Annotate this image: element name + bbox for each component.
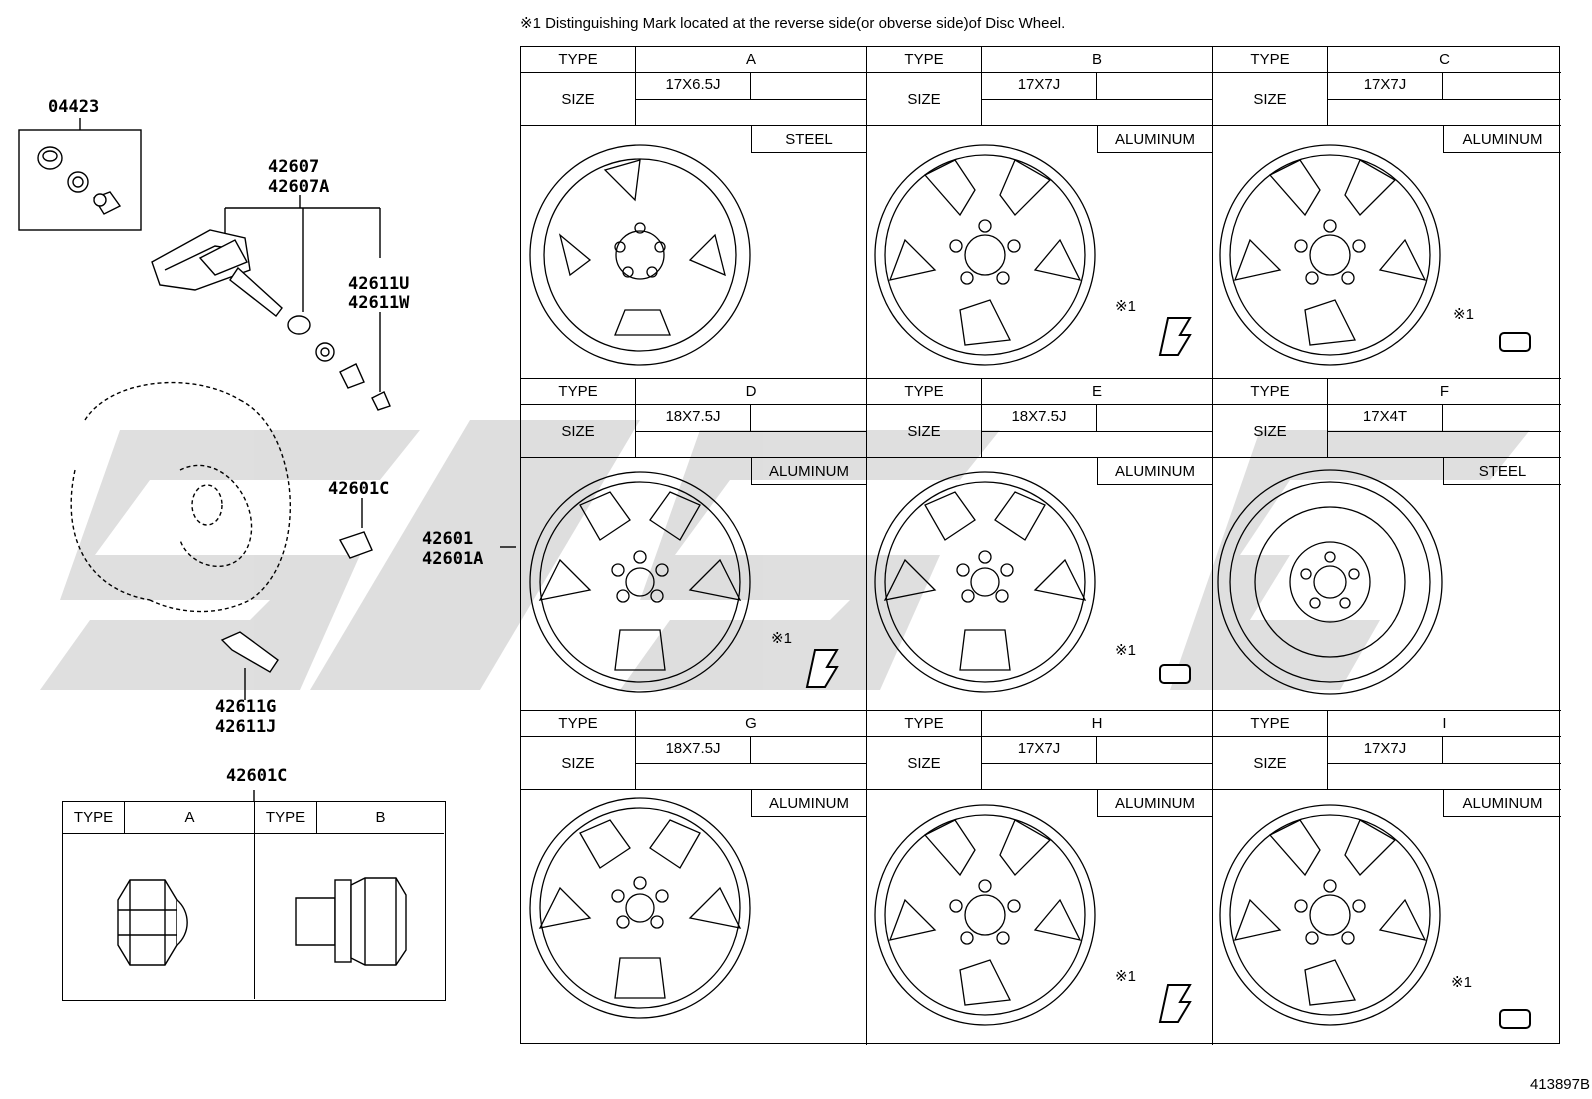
type-label: TYPE [1213,379,1328,405]
distinguishing-mark-label: ※1 [1453,306,1474,323]
wheel-size: 18X7.5J [636,405,751,432]
size-label: SIZE [867,737,982,790]
tpms-sensor [151,195,391,411]
wheel-type-letter: I [1328,711,1561,737]
wheel-cell-e: TYPE E SIZE 18X7.5J ALUMINUM ※1 [867,379,1213,711]
hub-nut [338,498,373,559]
wheel-cell-i: TYPE I SIZE 17X7J ALUMINUM ※1 [1213,711,1561,1045]
part-number-42611U: 42611U [348,274,410,294]
wheel-size: 17X7J [982,73,1097,100]
wheel-type-grid: TYPE A SIZE 17X6.5J STEEL TYPE B SIZE 17… [520,46,1561,1045]
valve-cap-kit [18,118,142,231]
part-number-04423: 04423 [48,97,100,117]
nut-type-label-a: TYPE [63,802,125,834]
tire-outline [70,381,291,613]
part-number-42607A: 42607A [268,177,330,197]
size-label: SIZE [521,737,636,790]
wheel-size: 17X7J [1328,73,1443,100]
wheel-size: 18X7.5J [636,737,751,764]
wheel-type-letter: G [636,711,866,737]
nut-table-divider [254,834,255,999]
part-number-42601A: 42601A [422,549,484,569]
wheel-type-letter: B [982,47,1212,73]
size-label: SIZE [521,405,636,458]
wheel-type-letter: D [636,379,866,405]
type-label: TYPE [1213,47,1328,73]
part-number-42601C-valve: 42601C [328,479,390,499]
wheel-size: 17X4T [1328,405,1443,432]
part-number-42611J: 42611J [215,717,277,737]
wheel-material: ALUMINUM [1443,790,1561,817]
nut-type-a: A [125,802,255,834]
diagram-code: 413897B [1529,1076,1590,1093]
part-number-42611G: 42611G [215,697,277,717]
distinguishing-mark-icons [805,317,1531,1029]
wheel-cell-f: TYPE F SIZE 17X4T STEEL [1213,379,1561,711]
distinguishing-mark-label: ※1 [1451,974,1472,991]
valve-stem [220,631,279,700]
wheel-material: ALUMINUM [751,790,866,817]
type-label: TYPE [867,47,982,73]
nut-type-table: TYPE A TYPE B [62,801,446,1001]
part-number-42611W: 42611W [348,293,410,313]
wheel-cell-b: TYPE B SIZE 17X7J ALUMINUM ※1 [867,47,1213,379]
size-label: SIZE [1213,737,1328,790]
wheel-type-letter: A [636,47,866,73]
part-number-42601: 42601 [422,529,474,549]
part-number-42607: 42607 [268,157,320,177]
distinguishing-mark-label: ※1 [1115,968,1136,985]
wheel-cell-g: TYPE G SIZE 18X7.5J ALUMINUM [521,711,867,1045]
nut-drawings [117,877,407,966]
nut-type-label-b: TYPE [255,802,317,834]
nut-type-b: B [317,802,444,834]
wheel-cell-h: TYPE H SIZE 17X7J ALUMINUM ※1 [867,711,1213,1045]
distinguishing-mark-label: ※1 [771,630,792,647]
size-label: SIZE [867,405,982,458]
type-label: TYPE [521,711,636,737]
wheel-cell-a: TYPE A SIZE 17X6.5J STEEL [521,47,867,379]
type-label: TYPE [521,379,636,405]
distinguishing-mark-note: ※1 Distinguishing Mark located at the re… [520,15,1066,32]
wheel-cell-c: TYPE C SIZE 17X7J ALUMINUM ※1 [1213,47,1561,379]
wheel-material: ALUMINUM [1097,458,1212,485]
type-label: TYPE [867,379,982,405]
size-label: SIZE [867,73,982,126]
wheel-size: 17X6.5J [636,73,751,100]
wheel-material: ALUMINUM [1097,790,1212,817]
wheel-size: 17X7J [1328,737,1443,764]
wheel-cell-d: TYPE D SIZE 18X7.5J ALUMINUM ※1 [521,379,867,711]
wheel-size: 18X7.5J [982,405,1097,432]
wheel-material: ALUMINUM [1097,126,1212,153]
size-label: SIZE [1213,405,1328,458]
distinguishing-mark-label: ※1 [1115,642,1136,659]
size-label: SIZE [521,73,636,126]
wheel-material: ALUMINUM [751,458,866,485]
wheel-type-letter: H [982,711,1212,737]
wheel-type-letter: C [1328,47,1561,73]
wheel-material: STEEL [1443,458,1561,485]
wheel-type-letter: F [1328,379,1561,405]
part-number-42601C-nut: 42601C [226,766,288,786]
wheel-drawings [529,144,1443,1026]
size-label: SIZE [1213,73,1328,126]
distinguishing-mark-label: ※1 [1115,298,1136,315]
type-label: TYPE [867,711,982,737]
type-label: TYPE [521,47,636,73]
wheel-material: STEEL [751,126,866,153]
wheel-size: 17X7J [982,737,1097,764]
type-label: TYPE [1213,711,1328,737]
wheel-material: ALUMINUM [1443,126,1561,153]
wheel-type-letter: E [982,379,1212,405]
